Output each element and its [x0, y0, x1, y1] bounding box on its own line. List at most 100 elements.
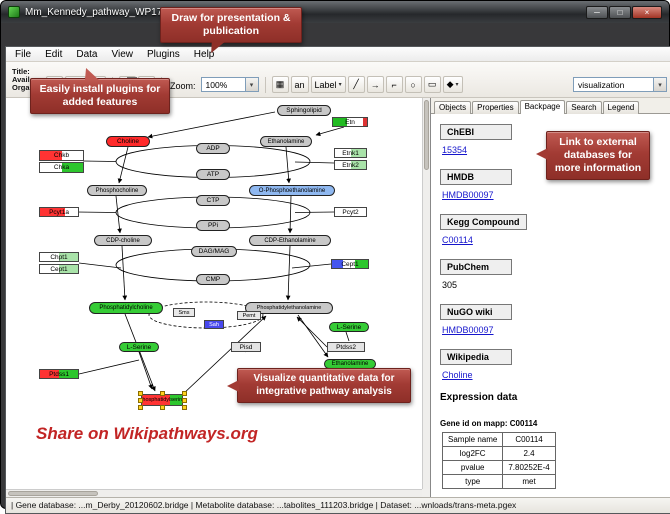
pathway-node-phosphatidylserine[interactable]: Phosphatidylserine [138, 391, 187, 410]
pathway-node-cdp-choline[interactable]: CDP-choline [94, 235, 152, 246]
pathway-node-cdp-ethanolamine[interactable]: CDP-Ethanolamine [249, 235, 331, 246]
selection-handle[interactable] [182, 391, 187, 396]
pathway-node-cept1-left[interactable]: Cept1 [39, 264, 79, 274]
node-color-segment [40, 163, 62, 172]
horizontal-scrollbar[interactable] [6, 489, 422, 497]
node-label: ATP [206, 171, 220, 178]
node-label: PPi [207, 222, 219, 229]
selection-handle[interactable] [138, 405, 143, 410]
menu-edit[interactable]: Edit [45, 48, 63, 60]
menu-file[interactable]: File [15, 48, 32, 60]
tab-objects[interactable]: Objects [434, 101, 472, 114]
vertical-scrollbar-thumb[interactable] [424, 100, 429, 170]
node-label: Chpt1 [50, 253, 68, 261]
pathway-node-chka[interactable]: Chka [39, 162, 84, 173]
arrow-tool-icon[interactable]: → [366, 76, 384, 93]
db-value-nugo-wiki[interactable]: HMDB00097 [442, 325, 494, 335]
pathway-node-pisd[interactable]: Pisd [231, 342, 261, 352]
arrow-tool-icon-glyph: → [370, 79, 380, 90]
pathway-node-l-serine-right[interactable]: L-Serine [329, 322, 369, 332]
selection-handle[interactable] [182, 405, 187, 410]
node-color-segment [59, 370, 78, 378]
node-color-segment [174, 309, 194, 316]
pathway-node-pcyt2[interactable]: Pcyt2 [334, 207, 367, 217]
pathway-node-l-serine-left[interactable]: L-Serine [119, 342, 159, 352]
zoom-value: 100% [205, 79, 228, 90]
horizontal-scrollbar-thumb[interactable] [8, 491, 98, 496]
pathway-node-chkb[interactable]: Chkb [39, 150, 84, 161]
pathway-node-ptdss2[interactable]: Ptdss2 [327, 342, 365, 352]
pathway-node-choline[interactable]: Choline [106, 136, 150, 147]
pathway-node-pemt[interactable]: Pemt [237, 311, 261, 320]
tab-legend[interactable]: Legend [602, 101, 640, 114]
pathway-node-sphingolipid[interactable]: Sphingolipid [277, 105, 331, 116]
menu-data[interactable]: Data [76, 48, 98, 60]
pathway-node-etnk2[interactable]: Etnk2 [334, 160, 367, 170]
pathway-node-sms[interactable]: Sms [173, 308, 195, 317]
selection-handle[interactable] [182, 398, 187, 403]
node-color-segment [59, 265, 78, 273]
pathway-node-atp[interactable]: ATP [196, 169, 230, 180]
menu-view[interactable]: View [111, 48, 133, 60]
close-button[interactable]: × [632, 5, 662, 19]
chevron-down-icon[interactable]: ▾ [653, 78, 666, 91]
pathway-node-chpt1[interactable]: Chpt1 [39, 252, 79, 262]
node-color-segment [40, 253, 59, 261]
tab-properties[interactable]: Properties [472, 101, 519, 114]
pathway-node-ethanolamine-top[interactable]: Ethanolamine [260, 136, 312, 147]
node-label: Sphingolipid [286, 107, 322, 114]
pathway-node-phosphocholine[interactable]: Phosphocholine [87, 185, 147, 196]
pathway-node-sah[interactable]: Sah [204, 320, 224, 329]
selection-handle[interactable] [160, 405, 165, 410]
pathway-node-cmp[interactable]: CMP [196, 274, 230, 285]
visualization-combobox[interactable]: visualization ▾ [573, 77, 667, 92]
callout-arrow [227, 380, 239, 392]
db-value-hmdb[interactable]: HMDB00097 [442, 190, 494, 200]
maximize-button[interactable]: □ [609, 5, 631, 19]
label-tool[interactable]: Label▾ [310, 76, 346, 93]
expression-table-cell: type [441, 474, 504, 489]
zoom-combobox[interactable]: 100% ▾ [200, 77, 259, 92]
datanode-tool-icon[interactable]: an [290, 76, 309, 93]
rect-tool-icon[interactable]: ▭ [423, 76, 441, 93]
visualization-value: visualization [578, 79, 625, 90]
node-label: Etnk1 [342, 149, 359, 157]
pathway-node-phosphatidylethanolamine[interactable]: Phosphatidylethanolamine [245, 302, 333, 314]
menu-help[interactable]: Help [193, 48, 215, 60]
shapes-tool-icon[interactable]: ◆▾ [442, 76, 463, 93]
oval-tool-icon[interactable]: ○ [404, 76, 422, 93]
selection-handle[interactable] [138, 391, 143, 396]
selection-handle[interactable] [138, 398, 143, 403]
tab-backpage[interactable]: Backpage [519, 100, 566, 114]
pathway-node-ptdss1[interactable]: Ptdss1 [39, 369, 79, 379]
selection-handle[interactable] [160, 391, 165, 396]
pathway-node-etnk1[interactable]: Etnk1 [334, 148, 367, 158]
line-tool-icon-glyph: ╱ [353, 79, 359, 89]
pathway-node-adp[interactable]: ADP [196, 143, 230, 154]
pathway-node-etn[interactable]: Etn [332, 117, 368, 127]
tab-search[interactable]: Search [566, 101, 602, 114]
chevron-down-icon: ▾ [338, 82, 342, 88]
pathway-node-phosphatidylcholine[interactable]: Phosphatidylcholine [89, 302, 163, 314]
select-tool-icon[interactable]: ▦ [271, 76, 289, 93]
db-value-kegg-compound[interactable]: C00114 [442, 235, 473, 245]
pathway-node-dag-mag[interactable]: DAG/MAG [191, 246, 237, 257]
pathway-node-ppi[interactable]: PPi [196, 220, 230, 231]
line-tool-icon[interactable]: ╱ [347, 76, 365, 93]
pathway-node-ctp[interactable]: CTP [196, 195, 230, 206]
minimize-button[interactable]: ─ [586, 5, 608, 19]
expression-data-title: Expression data [440, 392, 518, 403]
pathway-node-cept1-right[interactable]: Cept1 [331, 259, 369, 269]
chevron-down-icon[interactable]: ▾ [244, 78, 258, 91]
menu-plugins[interactable]: Plugins [146, 48, 180, 60]
elbow-tool-icon[interactable]: ⌐ [385, 76, 403, 93]
pathway-node-pcyt1a[interactable]: Pcyt1a [39, 207, 79, 217]
db-value-chebi[interactable]: 15354 [442, 145, 468, 155]
toolbar-separator [264, 77, 266, 93]
vertical-scrollbar[interactable] [422, 98, 430, 489]
db-value-wikipedia[interactable]: Choline [442, 370, 473, 380]
pathway-node-o-phosphoethanolamine[interactable]: O-Phosphoethanolamine [249, 185, 335, 196]
